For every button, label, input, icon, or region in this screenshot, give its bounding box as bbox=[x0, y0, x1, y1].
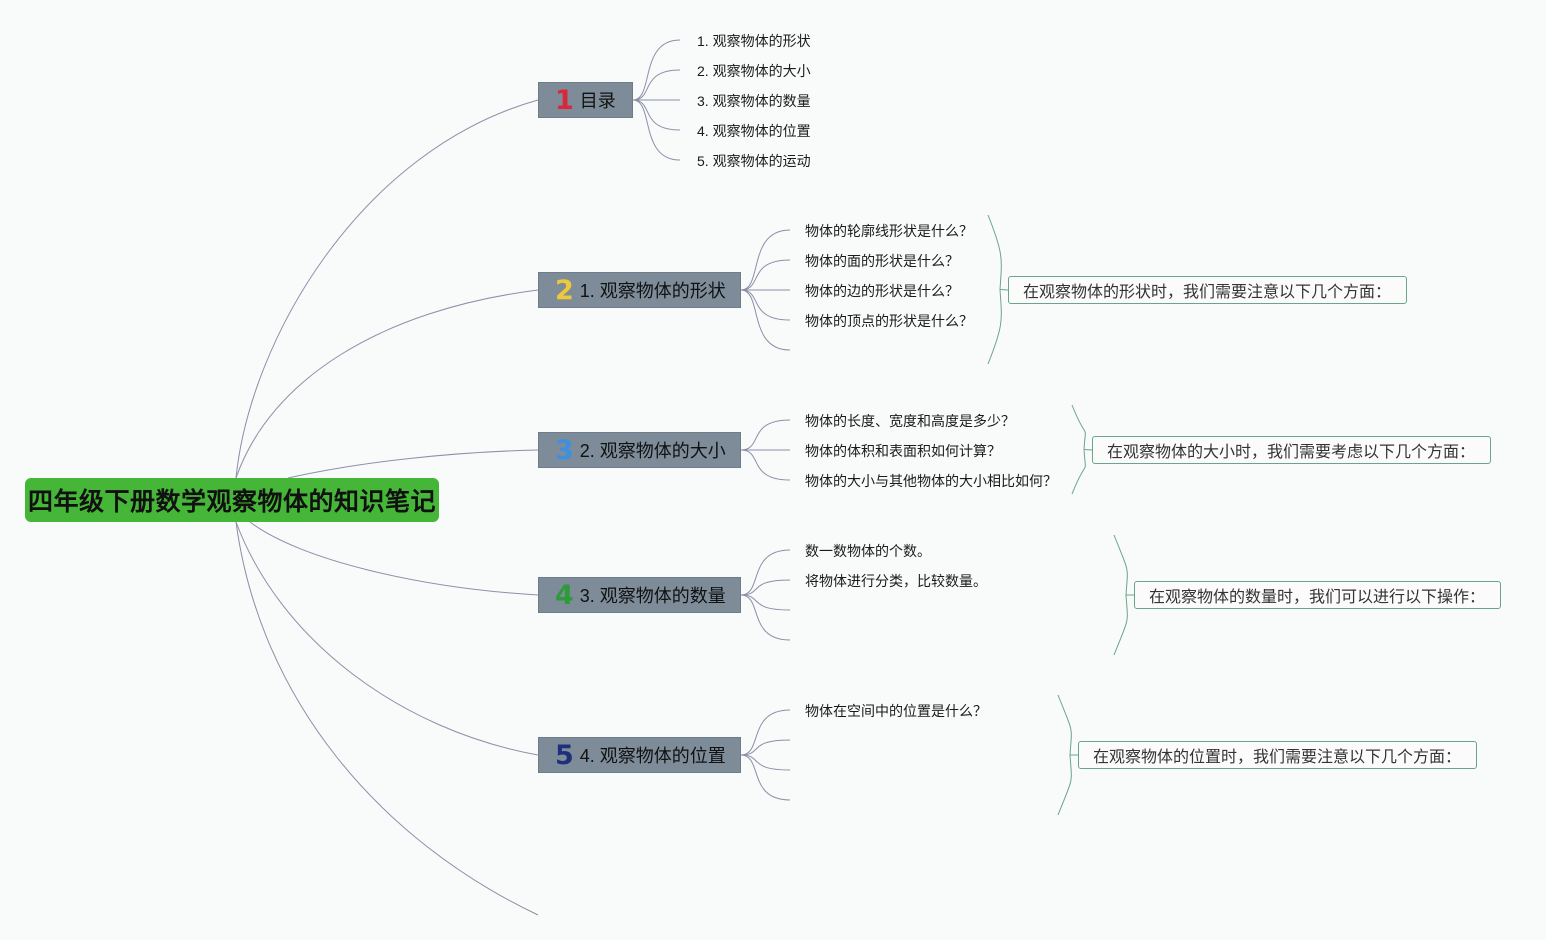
connector-root-branch bbox=[235, 521, 539, 916]
list-item[interactable]: 物体的轮廓线形状是什么？ bbox=[805, 223, 973, 239]
summary-brace bbox=[1113, 534, 1128, 656]
branch-label: 目录 bbox=[579, 91, 616, 111]
summary-brace bbox=[999, 289, 1009, 291]
list-item[interactable]: 数一数物体的个数。 bbox=[805, 543, 931, 559]
summary-box-size[interactable]: 在观察物体的大小时，我们需要考虑以下几个方面： bbox=[1092, 436, 1491, 464]
branch-label: 1. 观察物体的形状 bbox=[579, 281, 726, 301]
list-item[interactable]: 物体的面的形状是什么？ bbox=[805, 253, 959, 269]
branch-node-quantity[interactable]: 4 3. 观察物体的数量 bbox=[538, 577, 741, 613]
connector-branch-leaf bbox=[740, 289, 791, 321]
connector-branch-leaf bbox=[740, 289, 791, 351]
summary-brace bbox=[1083, 449, 1093, 451]
connector-root-branch bbox=[235, 289, 539, 479]
list-item[interactable]: 物体的边的形状是什么？ bbox=[805, 283, 959, 299]
list-item[interactable]: 1. 观察物体的形状 bbox=[697, 33, 811, 49]
summary-brace bbox=[987, 214, 1002, 365]
number-badge-4: 4 bbox=[555, 579, 574, 611]
number-badge-2: 2 bbox=[555, 274, 574, 306]
summary-box-position[interactable]: 在观察物体的位置时，我们需要注意以下几个方面： bbox=[1078, 741, 1477, 769]
list-item[interactable]: 物体的顶点的形状是什么？ bbox=[805, 313, 973, 329]
branch-label: 4. 观察物体的位置 bbox=[579, 746, 726, 766]
list-item[interactable]: 物体的体积和表面积如何计算？ bbox=[805, 443, 1001, 459]
list-item[interactable]: 物体的大小与其他物体的大小相比如何？ bbox=[805, 473, 1057, 489]
branch-node-size[interactable]: 3 2. 观察物体的大小 bbox=[538, 432, 741, 468]
connector-branch-leaf bbox=[740, 579, 791, 596]
connector-branch-leaf bbox=[632, 99, 681, 131]
connector-branch-leaf bbox=[740, 754, 791, 771]
summary-brace bbox=[1057, 694, 1072, 816]
root-topic[interactable]: 四年级下册数学观察物体的知识笔记 bbox=[25, 478, 439, 522]
list-item[interactable]: 3. 观察物体的数量 bbox=[697, 93, 811, 109]
summary-brace bbox=[1071, 404, 1086, 495]
connector-branch-leaf bbox=[740, 739, 791, 756]
list-item[interactable]: 4. 观察物体的位置 bbox=[697, 123, 811, 139]
connector-branch-leaf bbox=[740, 419, 791, 451]
list-item[interactable]: 物体的长度、宽度和高度是多少？ bbox=[805, 413, 1015, 429]
connector-branch-leaf bbox=[632, 69, 681, 101]
branch-node-position[interactable]: 5 4. 观察物体的位置 bbox=[538, 737, 741, 773]
connector-branch-leaf bbox=[740, 549, 791, 596]
connector-branch-leaf bbox=[740, 229, 791, 291]
connector-branch-leaf bbox=[632, 39, 681, 101]
connector-branch-leaf bbox=[632, 99, 681, 161]
connector-branch-leaf bbox=[740, 754, 791, 801]
connector-branch-leaf bbox=[740, 709, 791, 756]
list-item[interactable]: 5. 观察物体的运动 bbox=[697, 153, 811, 169]
connector-branch-leaf bbox=[740, 259, 791, 291]
connector-root-branch bbox=[249, 521, 539, 596]
connector-branch-leaf bbox=[740, 594, 791, 641]
connector-root-branch bbox=[287, 449, 539, 479]
connector-branch-leaf bbox=[740, 594, 791, 611]
branch-label: 2. 观察物体的大小 bbox=[579, 441, 726, 461]
number-badge-1: 1 bbox=[555, 84, 574, 116]
number-badge-5: 5 bbox=[555, 739, 574, 771]
connector-root-branch bbox=[235, 99, 539, 479]
connector-branch-leaf bbox=[740, 449, 791, 481]
number-badge-3: 3 bbox=[555, 434, 574, 466]
branch-label: 3. 观察物体的数量 bbox=[579, 586, 726, 606]
summary-box-shape[interactable]: 在观察物体的形状时，我们需要注意以下几个方面： bbox=[1008, 276, 1407, 304]
list-item[interactable]: 将物体进行分类，比较数量。 bbox=[805, 573, 987, 589]
branch-node-toc[interactable]: 1 目录 bbox=[538, 82, 633, 118]
summary-box-quantity[interactable]: 在观察物体的数量时，我们可以进行以下操作： bbox=[1134, 581, 1501, 609]
list-item[interactable]: 2. 观察物体的大小 bbox=[697, 63, 811, 79]
list-item[interactable]: 物体在空间中的位置是什么？ bbox=[805, 703, 987, 719]
branch-node-shape[interactable]: 2 1. 观察物体的形状 bbox=[538, 272, 741, 308]
connector-root-branch bbox=[235, 521, 539, 756]
